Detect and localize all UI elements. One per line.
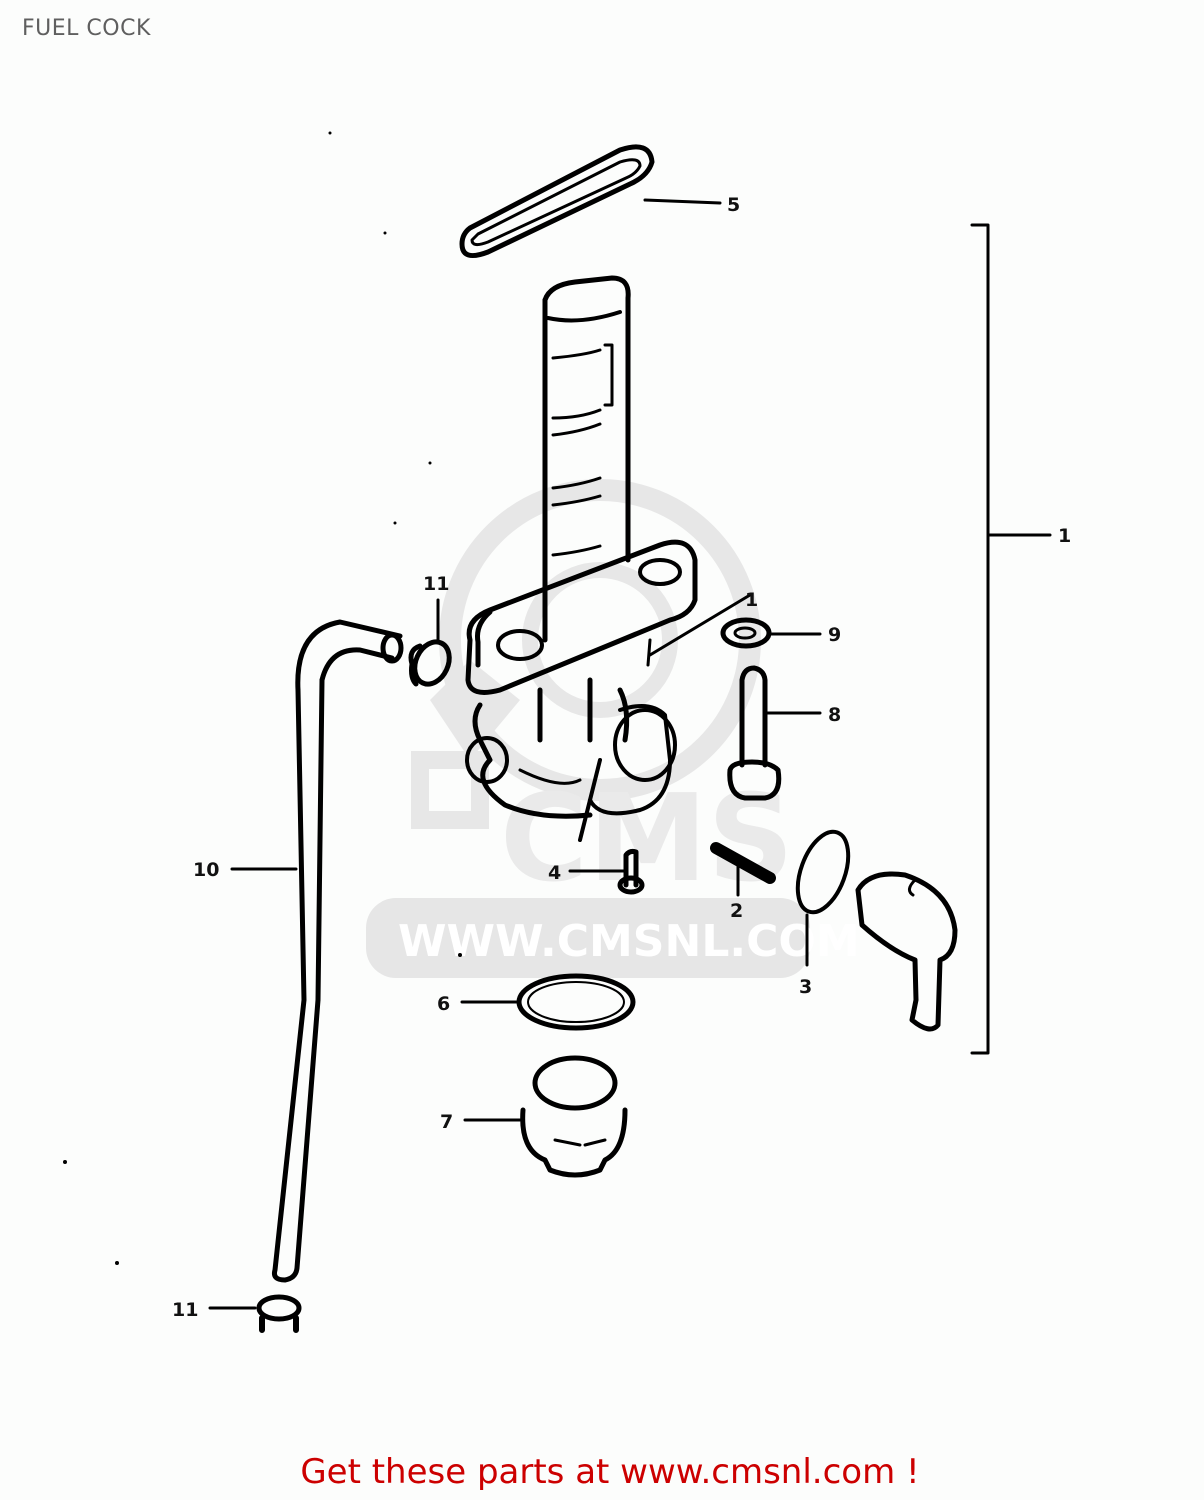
label-3: 3 xyxy=(799,976,812,998)
mounting-flange xyxy=(465,539,698,695)
gasket-part-5 xyxy=(459,144,722,259)
valve-body xyxy=(465,677,677,842)
label-10: 10 xyxy=(193,859,219,881)
label-1-inner: 1 xyxy=(745,589,758,611)
washer-part-9 xyxy=(720,617,822,649)
watermark-url: WWW.CMSNL.COM xyxy=(398,916,860,967)
leader-part-1-inner xyxy=(646,593,752,667)
bolt-part-8 xyxy=(727,665,822,801)
footer-shop-link[interactable]: Get these parts at www.cmsnl.com ! xyxy=(300,1452,920,1492)
o-ring-part-3 xyxy=(795,829,851,967)
assembly-bracket-1 xyxy=(970,223,1052,1055)
label-11-bottom: 11 xyxy=(172,1299,198,1321)
label-9: 9 xyxy=(828,624,841,646)
page-title: FUEL COCK xyxy=(22,16,151,41)
lever-knob xyxy=(855,871,958,1032)
label-4: 4 xyxy=(548,862,561,884)
callout-labels: 5 1 1 9 8 11 10 4 2 3 6 7 11 xyxy=(172,194,1071,1321)
label-2: 2 xyxy=(730,900,743,922)
scan-specks xyxy=(63,131,462,1265)
cup-part-7 xyxy=(463,1055,628,1178)
clamp-part-11-bottom xyxy=(208,1294,302,1333)
label-11-top: 11 xyxy=(423,573,449,595)
label-5: 5 xyxy=(727,194,740,216)
filter-stem xyxy=(542,275,631,643)
label-8: 8 xyxy=(828,704,841,726)
label-1: 1 xyxy=(1058,525,1071,547)
o-ring-part-6 xyxy=(460,973,636,1031)
hose-part-10 xyxy=(230,619,404,1283)
label-6: 6 xyxy=(437,993,450,1015)
svg-text:CMS: CMS xyxy=(500,770,794,909)
spring-part-2 xyxy=(710,842,776,897)
screw-part-4 xyxy=(568,848,645,895)
clamp-part-11-top xyxy=(408,598,452,687)
label-7: 7 xyxy=(440,1111,453,1133)
